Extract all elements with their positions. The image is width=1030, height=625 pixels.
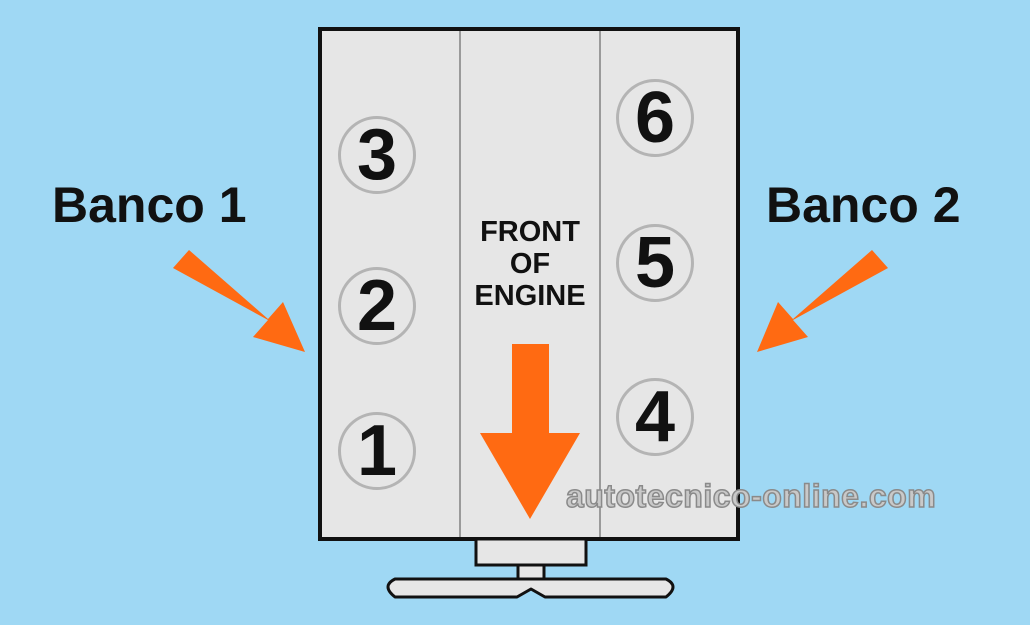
front-of-engine-label: FRONT OF ENGINE bbox=[462, 216, 598, 312]
cylinder-4: 4 bbox=[616, 378, 694, 456]
cylinder-3: 3 bbox=[338, 116, 416, 194]
front-direction-arrow bbox=[480, 344, 580, 519]
watermark: autotecnico-online.com bbox=[565, 477, 937, 515]
front-label-line-1: FRONT bbox=[480, 216, 580, 248]
front-label-line-2: OF bbox=[509, 248, 551, 280]
crankshaft-neck bbox=[516, 563, 546, 581]
cylinder-5: 5 bbox=[616, 224, 694, 302]
cylinder-2: 2 bbox=[338, 267, 416, 345]
cylinder-6: 6 bbox=[616, 79, 694, 157]
bank-2-arrow bbox=[757, 250, 888, 352]
bank-1-label: Banco 1 bbox=[52, 177, 247, 233]
cylinder-1: 1 bbox=[338, 412, 416, 490]
crankshaft-pulley bbox=[386, 577, 675, 599]
bank-2-label: Banco 2 bbox=[766, 177, 961, 233]
bank-1-arrow bbox=[173, 250, 305, 352]
crankshaft-hub bbox=[474, 537, 588, 567]
front-label-line-3: ENGINE bbox=[474, 280, 586, 312]
